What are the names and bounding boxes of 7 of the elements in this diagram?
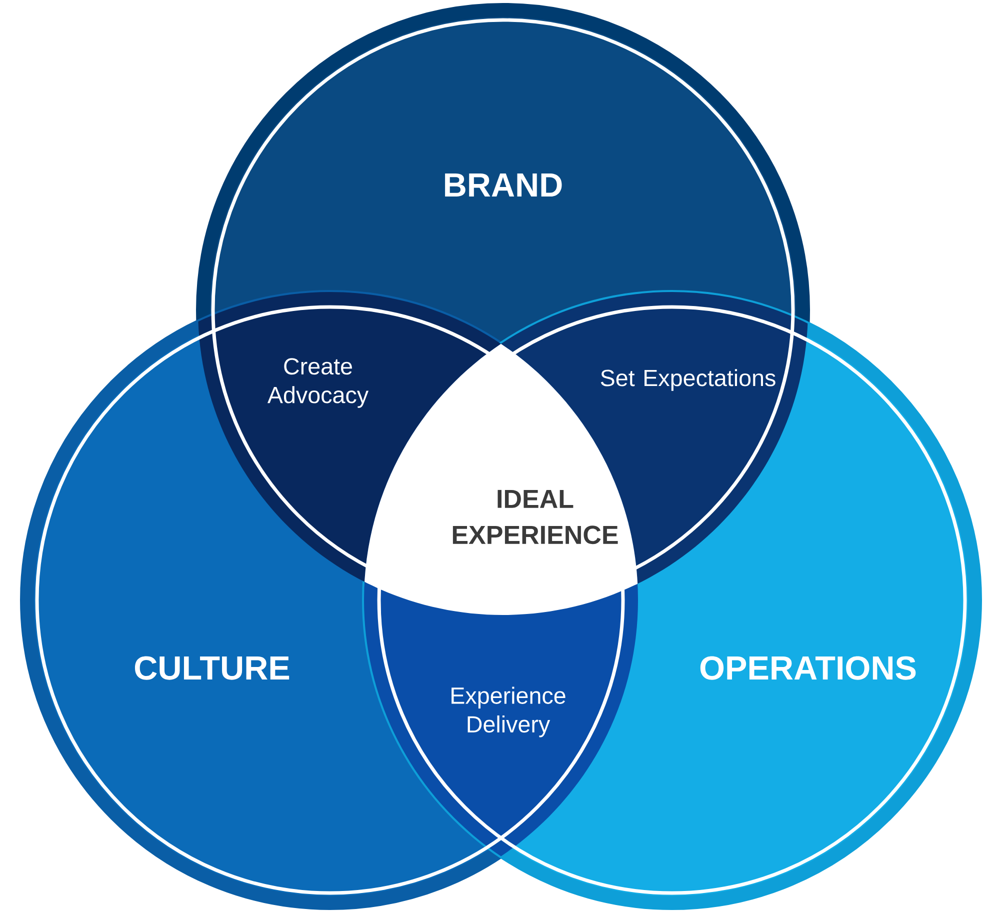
- circle-title: CULTURE: [134, 656, 290, 680]
- circle-title: BRAND: [445, 174, 562, 196]
- region-label: IDEAL EXPERIENCE: [452, 490, 618, 544]
- circle-title: OPERATIONS: [700, 656, 916, 680]
- region-label: Create Advocacy: [267, 358, 369, 408]
- region-label: Experience Delivery: [452, 686, 566, 738]
- region-label: Set Expectations: [600, 369, 776, 391]
